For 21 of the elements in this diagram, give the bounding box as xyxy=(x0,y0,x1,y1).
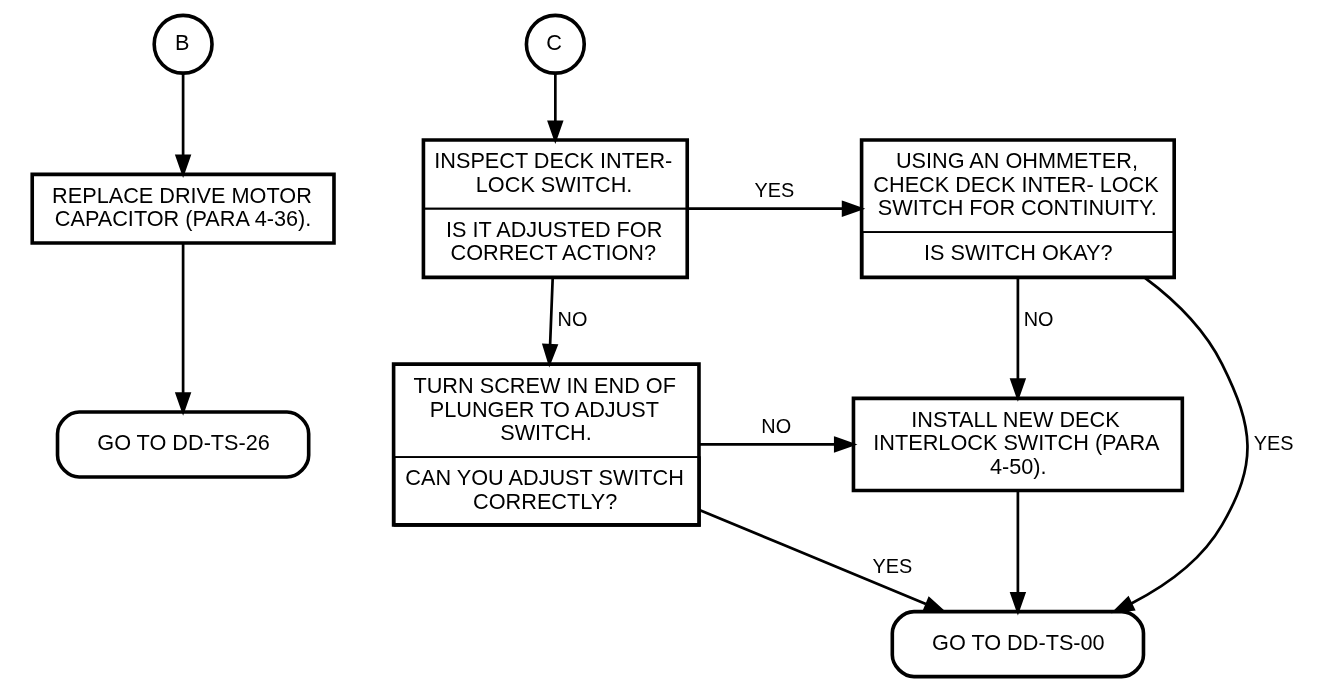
arrow xyxy=(547,73,564,144)
arrow xyxy=(1009,277,1027,402)
arrow xyxy=(1110,276,1249,614)
arrow xyxy=(1009,490,1027,616)
arrow xyxy=(174,73,192,178)
edge-label: YES xyxy=(1253,431,1294,454)
edge-label: NO xyxy=(761,415,792,438)
node-circle: C xyxy=(524,13,587,75)
arrow xyxy=(174,243,192,416)
node-box: GO TO DD-TS-26 xyxy=(55,410,311,479)
node-box: GO TO DD-TS-00 xyxy=(890,609,1146,679)
edge-label: NO xyxy=(557,307,588,330)
node-box: INSTALL NEW DECK INTERLOCK SWITCH (PARA 4-50). xyxy=(851,396,1185,493)
edge-label: YES xyxy=(754,179,795,202)
arrow xyxy=(687,200,866,217)
node-circle: B xyxy=(152,13,214,75)
arrow xyxy=(699,436,858,453)
edge-label: NO xyxy=(1023,307,1054,330)
node-box: REPLACE DRIVE MOTOR CAPACITOR (PARA 4-36). xyxy=(30,172,336,245)
arrow xyxy=(541,277,559,368)
edge-label: YES xyxy=(872,555,913,578)
